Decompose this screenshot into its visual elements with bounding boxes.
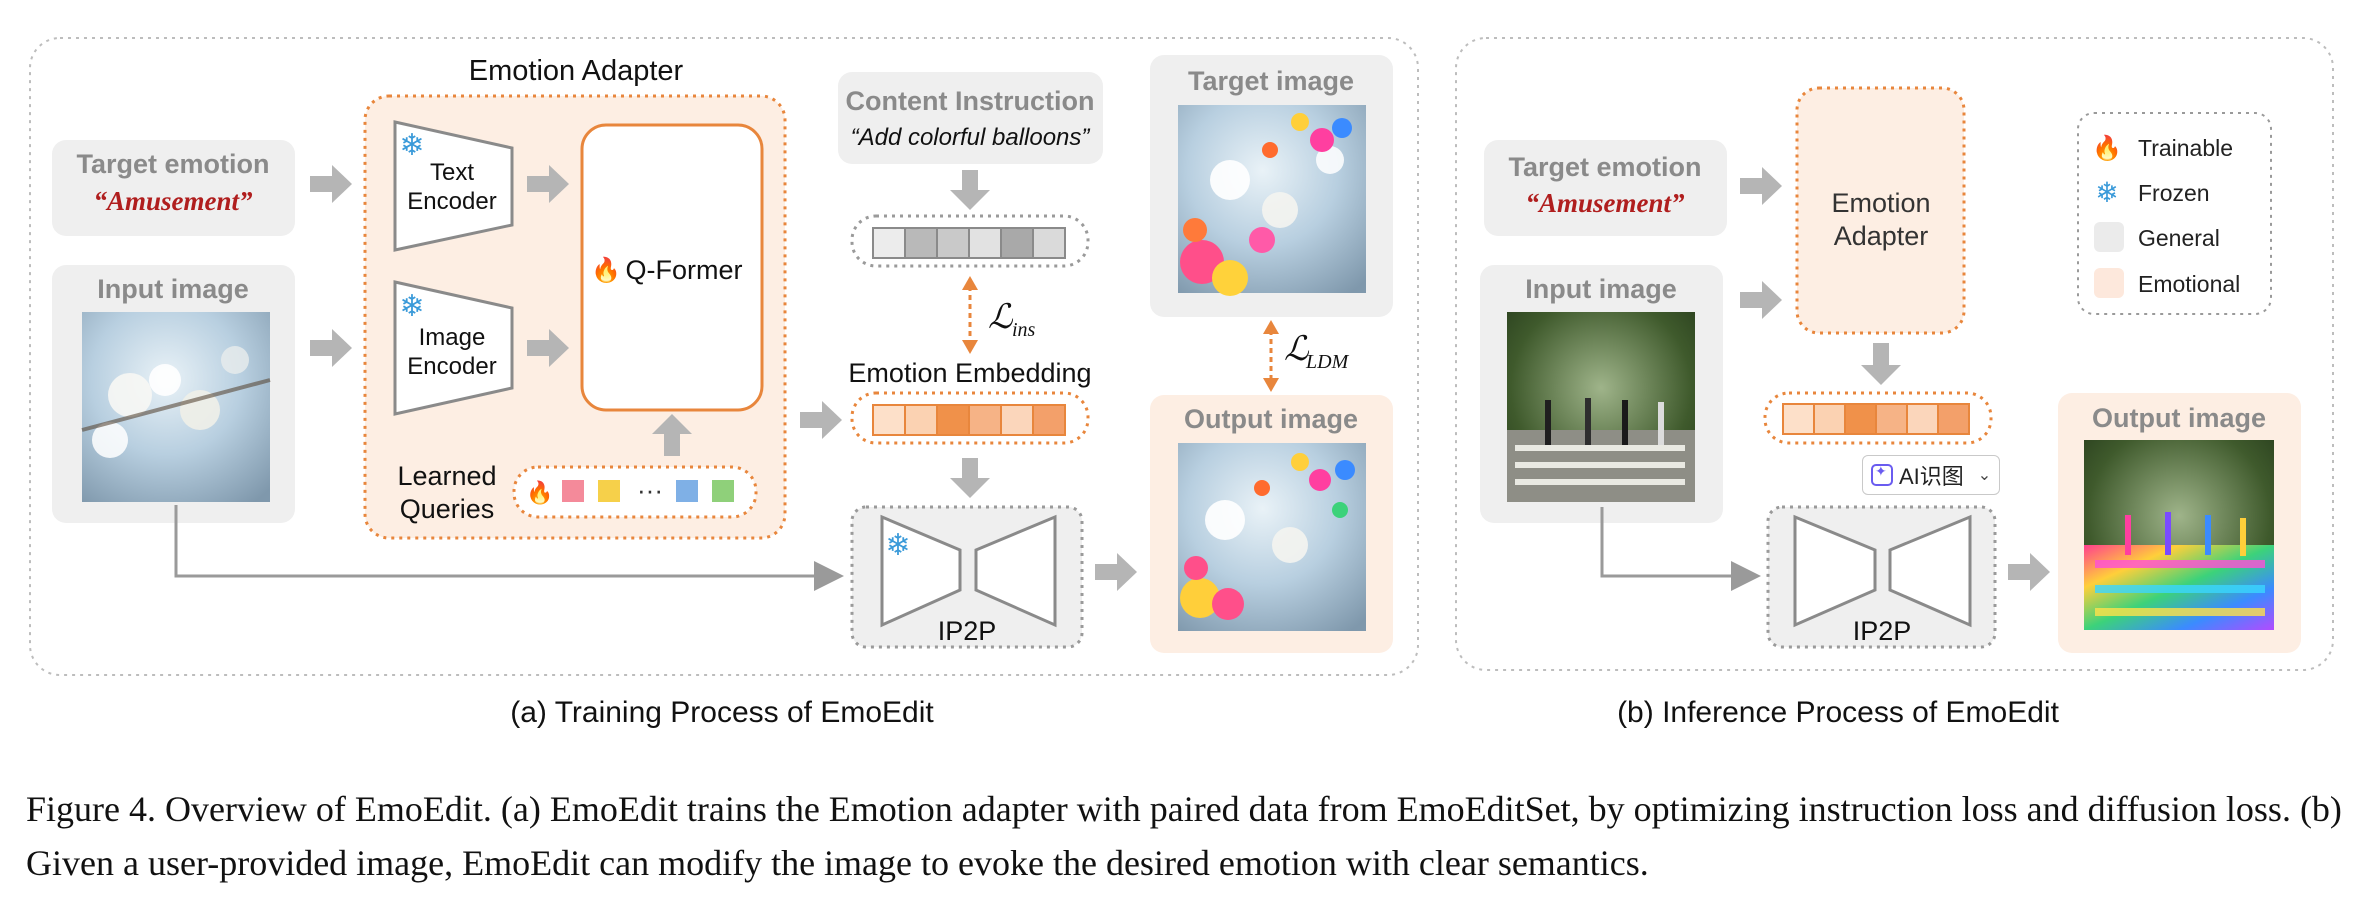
learned-queries-label: Learned bbox=[397, 461, 496, 491]
loss-ins-arrow bbox=[962, 276, 978, 354]
legend-emotional-swatch bbox=[2094, 268, 2124, 298]
figure-caption: Figure 4. Overview of EmoEdit. (a) EmoEd… bbox=[26, 789, 2342, 883]
svg-text:ℒ: ℒ bbox=[988, 299, 1014, 336]
ip2p-label-b: IP2P bbox=[1853, 616, 1912, 646]
arrow-ip2p-to-output-a bbox=[1095, 553, 1137, 591]
legend-frozen: Frozen bbox=[2138, 180, 2210, 206]
input-image-box: Input image bbox=[52, 265, 295, 523]
emotion-embedding-label: Emotion Embedding bbox=[848, 358, 1091, 388]
loss-ldm-label: ℒ LDM bbox=[1284, 331, 1350, 373]
legend-general-swatch bbox=[2094, 222, 2124, 252]
target-emotion-title: Target emotion bbox=[76, 149, 269, 179]
panel-a-frame bbox=[29, 37, 1419, 676]
learned-queries-row: 🔥 ··· bbox=[512, 465, 758, 519]
qformer-label: Q-Former bbox=[626, 255, 743, 285]
emotion-adapter-label-b-2: Adapter bbox=[1834, 221, 1929, 251]
flame-icon: 🔥 bbox=[2092, 134, 2122, 162]
emotion-adapter-title: Emotion Adapter bbox=[469, 55, 684, 87]
content-instruction-box: Content Instruction “Add colorful balloo… bbox=[838, 72, 1103, 164]
qformer-box: 🔥 Q-Former bbox=[580, 123, 764, 412]
output-balloon-image-a bbox=[1178, 443, 1366, 631]
chevron-down-icon: ⌄ bbox=[1977, 467, 1992, 484]
emotion-adapter-box-b: Emotion Adapter bbox=[1795, 86, 1966, 335]
arrow-adapter-to-embedding bbox=[800, 401, 842, 439]
target-emotion-value: “Amusement” bbox=[93, 186, 253, 216]
output-rainbow-street-image bbox=[2084, 440, 2274, 630]
target-balloon-image bbox=[1178, 105, 1366, 296]
query-token bbox=[676, 480, 698, 502]
snowflake-icon: ❄ bbox=[2095, 177, 2118, 208]
svg-text:ℒ: ℒ bbox=[1284, 331, 1310, 368]
svg-text:LDM: LDM bbox=[1305, 351, 1350, 373]
input-blossom-image bbox=[81, 312, 271, 502]
svg-text:ins: ins bbox=[1012, 319, 1036, 341]
arrow-image-to-qformer bbox=[527, 329, 569, 367]
legend-trainable: Trainable bbox=[2138, 135, 2233, 161]
target-image-title: Target image bbox=[1188, 66, 1354, 96]
input-image-title: Input image bbox=[97, 274, 249, 304]
ai-sparkle-icon bbox=[1871, 463, 1893, 486]
legend-general: General bbox=[2138, 225, 2220, 251]
arrow-ip2p-to-output-b bbox=[2008, 553, 2050, 591]
image-encoder-label-2: Encoder bbox=[407, 353, 496, 380]
text-encoder: ❄ Text Encoder bbox=[393, 120, 514, 252]
output-image-title-a: Output image bbox=[1184, 404, 1358, 434]
snowflake-icon: ❄ bbox=[399, 290, 424, 323]
emotion-embedding-row bbox=[850, 391, 1090, 445]
loss-ldm-arrow bbox=[1263, 320, 1279, 392]
input-to-ip2p-line-b bbox=[1600, 507, 1761, 591]
arrow-instruction-down bbox=[950, 170, 990, 210]
text-encoder-label: Text bbox=[430, 159, 474, 186]
arrow-to-image-encoder bbox=[310, 329, 352, 367]
query-ellipsis: ··· bbox=[637, 475, 663, 505]
arrow-queries-to-qformer bbox=[652, 414, 692, 456]
arrow-emotion-to-adapter-b bbox=[1740, 167, 1782, 205]
target-emotion-value-b: “Amusement” bbox=[1525, 188, 1685, 218]
instruction-token-row bbox=[850, 214, 1090, 268]
input-image-title-b: Input image bbox=[1525, 274, 1677, 304]
input-to-ip2p-line-a bbox=[174, 505, 844, 591]
flame-icon: 🔥 bbox=[591, 256, 621, 284]
emotion-adapter-label-b: Emotion bbox=[1831, 188, 1930, 218]
target-emotion-title-b: Target emotion bbox=[1508, 152, 1701, 182]
panel-b-frame bbox=[1455, 37, 2334, 671]
image-encoder: ❄ Image Encoder bbox=[393, 280, 514, 416]
emotion-embedding-row-b bbox=[1763, 391, 1993, 445]
query-token bbox=[598, 480, 620, 502]
image-encoder-label: Image bbox=[419, 324, 486, 351]
arrow-to-text-encoder bbox=[310, 165, 352, 203]
target-emotion-box: Target emotion “Amusement” bbox=[52, 140, 295, 236]
target-emotion-box-b: Target emotion “Amusement” bbox=[1484, 140, 1727, 236]
output-image-title-b: Output image bbox=[2092, 403, 2266, 433]
snowflake-icon: ❄ bbox=[399, 129, 424, 162]
learned-queries-label-2: Queries bbox=[400, 494, 495, 524]
loss-ins-label: ℒ ins bbox=[988, 299, 1036, 341]
arrow-adapter-down-b bbox=[1861, 343, 1901, 385]
ai-image-recognition-chip[interactable]: AI识图 ⌄ bbox=[1862, 455, 2000, 495]
arrow-embedding-down bbox=[950, 458, 990, 498]
output-image-box-a: Output image bbox=[1150, 395, 1393, 653]
query-token bbox=[562, 480, 584, 502]
legend: 🔥 Trainable ❄ Frozen General Emotional bbox=[2077, 112, 2272, 315]
emoedit-diagram: Target emotion “Amusement” Input image E… bbox=[29, 37, 2334, 729]
ip2p-box-a: ❄ IP2P bbox=[850, 505, 1084, 649]
text-encoder-label-2: Encoder bbox=[407, 188, 496, 215]
ai-chip-label: AI识图 bbox=[1899, 464, 1964, 489]
output-image-box-b: Output image bbox=[2058, 393, 2301, 653]
caption-a: (a) Training Process of EmoEdit bbox=[510, 696, 934, 729]
target-image-box: Target image bbox=[1150, 55, 1393, 317]
input-image-box-b: Input image bbox=[1480, 265, 1723, 523]
input-street-image bbox=[1507, 312, 1695, 502]
arrow-text-to-qformer bbox=[527, 165, 569, 203]
snowflake-icon: ❄ bbox=[885, 529, 910, 562]
arrow-image-to-adapter-b bbox=[1740, 281, 1782, 319]
query-token bbox=[712, 480, 734, 502]
caption-b: (b) Inference Process of EmoEdit bbox=[1617, 696, 2060, 729]
legend-emotional: Emotional bbox=[2138, 271, 2240, 297]
ip2p-box-b: IP2P bbox=[1766, 505, 1997, 649]
content-instruction-title: Content Instruction bbox=[846, 86, 1095, 116]
content-instruction-text: “Add colorful balloons” bbox=[851, 124, 1091, 151]
ip2p-label-a: IP2P bbox=[938, 616, 997, 646]
flame-icon: 🔥 bbox=[526, 480, 553, 505]
